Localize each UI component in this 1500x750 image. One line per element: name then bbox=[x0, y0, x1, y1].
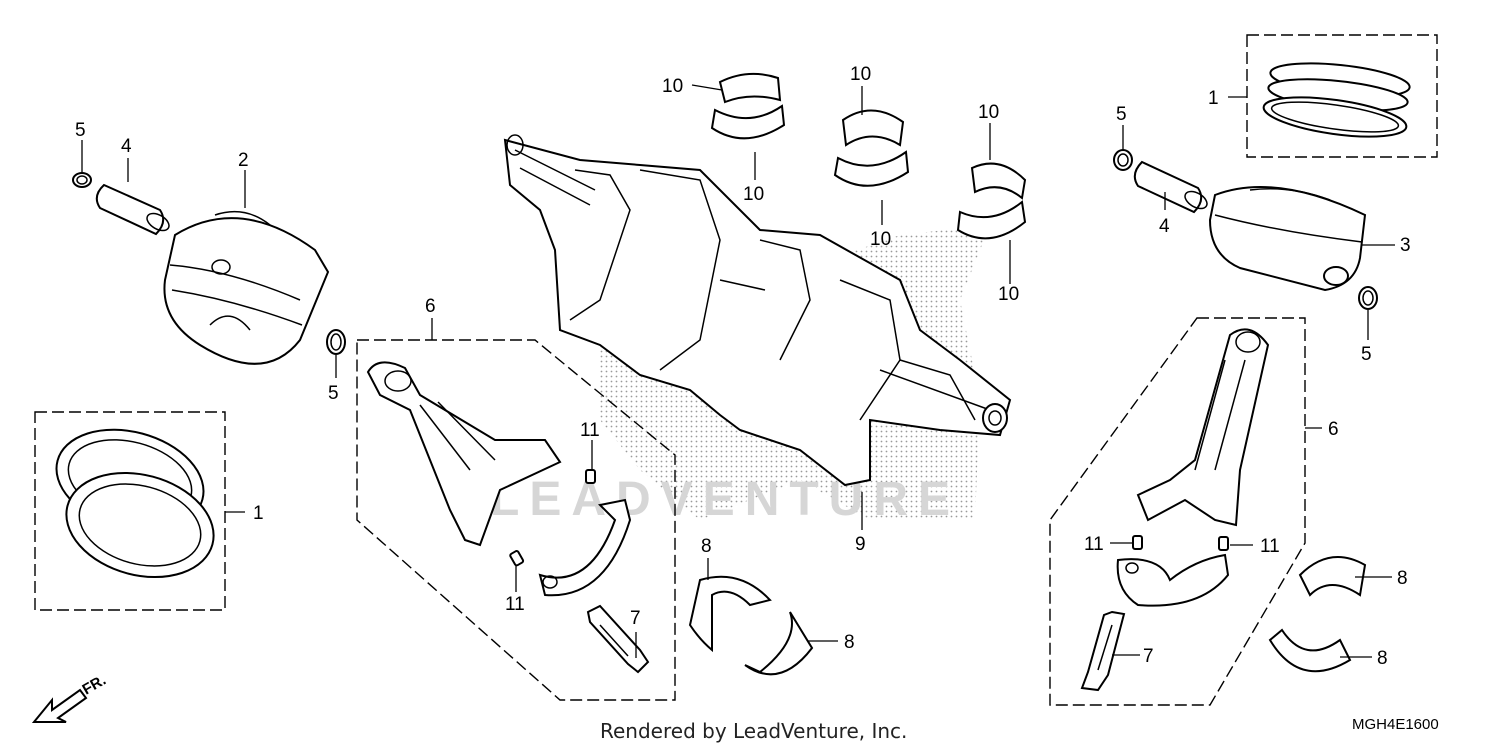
rod-bearing-b[interactable] bbox=[744, 611, 814, 676]
connecting-rod-group-box-right bbox=[1049, 317, 1306, 706]
dowel-pin-b[interactable] bbox=[509, 550, 525, 567]
callout-6-right: 6 bbox=[1328, 419, 1339, 440]
dowel-pin-d[interactable] bbox=[1218, 536, 1229, 551]
callout-5-d: 5 bbox=[1361, 344, 1372, 365]
piston-pin-clip-c[interactable] bbox=[1113, 149, 1133, 171]
callout-10-e: 10 bbox=[978, 102, 999, 123]
callout-8-b: 8 bbox=[844, 632, 855, 653]
diagram-code: MGH4E1600 bbox=[1352, 716, 1439, 733]
callout-8-d: 8 bbox=[1377, 648, 1388, 669]
front-direction-indicator: FR. bbox=[31, 672, 109, 723]
piston-pin-clip-a[interactable] bbox=[72, 172, 92, 188]
main-bearing-pair-1[interactable] bbox=[710, 72, 786, 140]
connecting-rod-bolt-left[interactable] bbox=[586, 604, 650, 674]
callout-8-c: 8 bbox=[1397, 568, 1408, 589]
piston-pin-clip-d[interactable] bbox=[1358, 286, 1378, 310]
crankshaft[interactable] bbox=[503, 134, 1012, 487]
callout-11-d: 11 bbox=[1260, 536, 1280, 557]
rod-bearing-d[interactable] bbox=[1268, 628, 1352, 673]
rod-bearing-a[interactable] bbox=[688, 575, 772, 653]
callout-10-d: 10 bbox=[870, 229, 891, 250]
callout-3: 3 bbox=[1400, 235, 1411, 256]
callout-10-c: 10 bbox=[850, 64, 871, 85]
connecting-rod-group-box-left bbox=[356, 339, 676, 701]
callout-5-c: 5 bbox=[1116, 104, 1127, 125]
callout-5-b: 5 bbox=[328, 383, 339, 404]
dowel-pin-a[interactable] bbox=[585, 469, 596, 484]
callout-2: 2 bbox=[238, 150, 249, 171]
main-bearing-pair-3[interactable] bbox=[956, 162, 1027, 240]
front-arrow-icon bbox=[31, 688, 88, 723]
connecting-rod-right[interactable] bbox=[1136, 328, 1270, 527]
callout-6-left: 6 bbox=[425, 296, 436, 317]
callout-11-c: 11 bbox=[1084, 534, 1104, 555]
callout-7-left: 7 bbox=[630, 608, 641, 629]
watermark: LEADVENTURE bbox=[490, 473, 960, 526]
piston-ring-set-left[interactable] bbox=[45, 414, 225, 592]
callout-8-a: 8 bbox=[701, 536, 712, 557]
connecting-rod-bolt-right[interactable] bbox=[1080, 610, 1126, 692]
callout-1-left: 1 bbox=[253, 503, 264, 524]
connecting-rod-cap-left[interactable] bbox=[538, 498, 632, 597]
piston-pin-clip-b[interactable] bbox=[326, 329, 346, 355]
callout-1-right: 1 bbox=[1208, 88, 1219, 109]
main-bearing-pair-2[interactable] bbox=[833, 109, 910, 187]
callout-11-b: 11 bbox=[505, 594, 525, 615]
callout-11-a: 11 bbox=[580, 420, 600, 441]
callout-10-b: 10 bbox=[743, 184, 764, 205]
dowel-pin-c[interactable] bbox=[1132, 535, 1143, 550]
piston-ring-set-right[interactable] bbox=[1261, 58, 1411, 144]
piston-ring-set-box-left bbox=[34, 411, 226, 611]
rod-bearing-c[interactable] bbox=[1298, 556, 1367, 597]
rendered-by-footer: Rendered by LeadVenture, Inc. bbox=[600, 719, 907, 743]
connecting-rod-cap-right[interactable] bbox=[1116, 553, 1230, 607]
leader-lines bbox=[81, 84, 1395, 658]
callout-9: 9 bbox=[855, 534, 866, 555]
callout-labels: 1 1 2 3 4 4 5 5 5 5 6 6 7 7 8 8 8 8 9 10… bbox=[75, 64, 1411, 669]
piston-right[interactable] bbox=[1208, 186, 1367, 292]
callout-4-right: 4 bbox=[1159, 216, 1170, 237]
callout-5-a: 5 bbox=[75, 120, 86, 141]
callout-10-f: 10 bbox=[998, 284, 1019, 305]
piston-pin-right[interactable] bbox=[1133, 160, 1210, 214]
callout-10-a: 10 bbox=[662, 76, 683, 97]
piston-left[interactable] bbox=[163, 210, 330, 365]
callout-7-right: 7 bbox=[1143, 646, 1154, 667]
connecting-rod-left[interactable] bbox=[366, 361, 562, 547]
piston-ring-set-box-right bbox=[1246, 34, 1438, 158]
piston-pin-left[interactable] bbox=[95, 183, 172, 236]
callout-4-left: 4 bbox=[121, 136, 132, 157]
